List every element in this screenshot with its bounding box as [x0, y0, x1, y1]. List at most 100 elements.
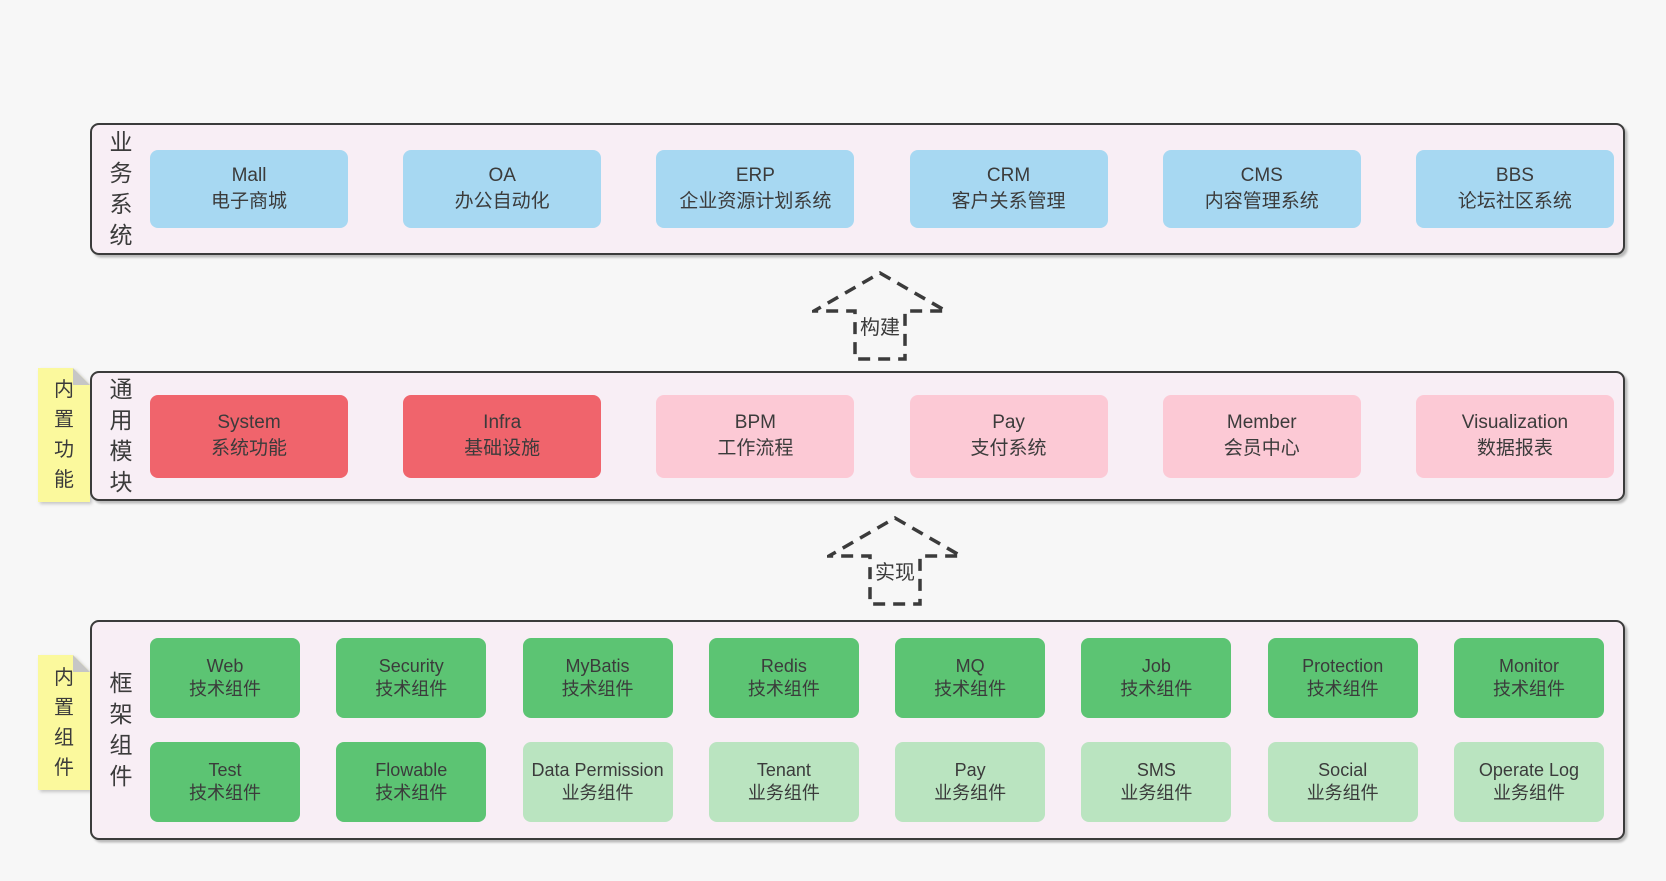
- diagram-box-cms: CMS 内容管理系统: [1162, 150, 1361, 228]
- box-subtitle: 客户关系管理: [951, 191, 1066, 212]
- box-subtitle: 技术组件: [561, 679, 634, 699]
- box-subtitle: 技术组件: [189, 679, 261, 699]
- sticky-note-built-in-components: 内置组件: [38, 655, 90, 790]
- box-grid: Web 技术组件 Security 技术组件 MyBatis 技术组件 Redi…: [150, 622, 1604, 838]
- box-title: Pay: [992, 412, 1025, 433]
- diagram-box-bbs: BBS 论坛社区系统: [1415, 150, 1614, 228]
- diagram-box-social: Social 业务组件: [1267, 742, 1418, 822]
- box-row: Web 技术组件 Security 技术组件 MyBatis 技术组件 Redi…: [150, 638, 1604, 718]
- sticky-note-label: 内置组件: [53, 666, 74, 779]
- box-title: BBS: [1495, 165, 1534, 186]
- box-title: CMS: [1240, 165, 1283, 186]
- diagram-box-mq: MQ 技术组件: [895, 638, 1046, 718]
- diagram-box-pay: Pay 支付系统: [909, 394, 1108, 478]
- dashed-up-arrow-implement: 实现: [827, 515, 963, 607]
- box-subtitle: 企业资源计划系统: [679, 191, 832, 212]
- box-title: Visualization: [1461, 412, 1569, 433]
- band-label: 框架组件: [92, 622, 150, 838]
- box-title: Security: [378, 656, 444, 676]
- diagram-box-crm: CRM 客户关系管理: [909, 150, 1108, 228]
- diagram-box-sms: SMS 业务组件: [1081, 742, 1232, 822]
- box-title: Protection: [1302, 656, 1384, 676]
- box-subtitle: 工作流程: [717, 438, 794, 459]
- box-title: ERP: [735, 165, 775, 186]
- box-subtitle: 技术组件: [1120, 679, 1193, 699]
- diagram-box-system: System 系统功能: [150, 394, 348, 478]
- box-title: Operate Log: [1478, 760, 1579, 780]
- box-title: Web: [206, 656, 244, 676]
- diagram-box-erp: ERP 企业资源计划系统: [656, 150, 855, 228]
- box-title: Member: [1226, 412, 1297, 433]
- diagram-box-test: Test 技术组件: [150, 742, 300, 822]
- band-label-text: 通用模块: [109, 376, 133, 495]
- box-title: MQ: [955, 656, 985, 676]
- arrow-label: 构建: [857, 311, 903, 340]
- diagram-box-pay-biz: Pay 业务组件: [895, 742, 1046, 822]
- box-title: Infra: [483, 412, 522, 433]
- box-subtitle: 技术组件: [375, 783, 448, 803]
- diagram-box-oa: OA 办公自动化: [403, 150, 602, 228]
- band-label-text: 框架组件: [109, 670, 133, 789]
- box-subtitle: 业务组件: [1492, 783, 1565, 803]
- arrow-label: 实现: [872, 556, 918, 585]
- folded-corner-icon: [73, 368, 90, 385]
- diagram-box-operate-log: Operate Log 业务组件: [1453, 742, 1604, 822]
- box-row: System 系统功能 Infra 基础设施 BPM 工作流程 Pay 支付系统…: [150, 373, 1614, 499]
- box-subtitle: 会员中心: [1223, 438, 1300, 459]
- box-title: Redis: [760, 656, 807, 676]
- box-title: Test: [208, 760, 242, 780]
- box-title: Social: [1318, 760, 1368, 780]
- box-subtitle: 业务组件: [747, 783, 820, 803]
- box-subtitle: 业务组件: [1306, 783, 1379, 803]
- box-title: MyBatis: [565, 656, 630, 676]
- box-row: Mall 电子商城 OA 办公自动化 ERP 企业资源计划系统 CRM 客户关系…: [150, 125, 1614, 253]
- box-subtitle: 基础设施: [464, 438, 541, 459]
- diagram-box-flowable: Flowable 技术组件: [336, 742, 487, 822]
- dashed-up-arrow-build: 构建: [812, 270, 948, 362]
- box-subtitle: 电子商城: [210, 191, 287, 212]
- diagram-box-redis: Redis 技术组件: [708, 638, 859, 718]
- folded-corner-icon: [73, 655, 90, 672]
- diagram-box-infra: Infra 基础设施: [403, 394, 602, 478]
- box-title: Mall: [231, 165, 267, 186]
- diagram-box-mybatis: MyBatis 技术组件: [522, 638, 673, 718]
- sticky-note-built-in-functions: 内置功能: [38, 368, 90, 502]
- band-framework-components: 框架组件 Web 技术组件 Security 技术组件 MyBatis 技术组件…: [90, 620, 1625, 840]
- box-title: System: [217, 412, 281, 433]
- box-title: Flowable: [375, 760, 448, 780]
- box-title: OA: [488, 165, 516, 186]
- diagram-box-member: Member 会员中心: [1162, 394, 1361, 478]
- box-subtitle: 技术组件: [189, 783, 261, 803]
- diagram-box-visualization: Visualization 数据报表: [1415, 394, 1614, 478]
- box-title: Job: [1141, 656, 1171, 676]
- box-subtitle: 技术组件: [747, 679, 820, 699]
- box-title: Data Permission: [531, 760, 664, 780]
- box-subtitle: 业务组件: [934, 783, 1007, 803]
- box-subtitle: 技术组件: [934, 679, 1007, 699]
- up-arrow-icon: [827, 515, 963, 606]
- sticky-note-body: 内置功能: [38, 368, 90, 502]
- box-title: CRM: [986, 165, 1031, 186]
- band-common-modules: 通用模块 System 系统功能 Infra 基础设施 BPM 工作流程 Pay…: [90, 371, 1625, 501]
- diagram-box-web: Web 技术组件: [150, 638, 300, 718]
- band-label-text: 业务系统: [109, 129, 133, 248]
- diagram-box-monitor: Monitor 技术组件: [1453, 638, 1604, 718]
- band-business-systems: 业务系统 Mall 电子商城 OA 办公自动化 ERP 企业资源计划系统 CRM…: [90, 123, 1625, 255]
- up-arrow-icon: [812, 270, 948, 361]
- box-subtitle: 办公自动化: [454, 191, 550, 212]
- box-subtitle: 技术组件: [1492, 679, 1565, 699]
- diagram-box-tenant: Tenant 业务组件: [708, 742, 859, 822]
- box-row: Test 技术组件 Flowable 技术组件 Data Permission …: [150, 742, 1604, 822]
- sticky-note-body: 内置组件: [38, 655, 90, 790]
- sticky-note-label: 内置功能: [53, 379, 74, 491]
- box-title: Tenant: [756, 760, 811, 780]
- box-subtitle: 支付系统: [970, 438, 1047, 459]
- box-subtitle: 业务组件: [1120, 783, 1193, 803]
- diagram-box-mall: Mall 电子商城: [150, 150, 348, 228]
- band-label: 业务系统: [92, 125, 150, 253]
- box-subtitle: 论坛社区系统: [1457, 191, 1572, 212]
- diagram-box-security: Security 技术组件: [336, 638, 487, 718]
- box-title: Monitor: [1498, 656, 1559, 676]
- box-subtitle: 技术组件: [375, 679, 448, 699]
- box-title: Pay: [954, 760, 986, 780]
